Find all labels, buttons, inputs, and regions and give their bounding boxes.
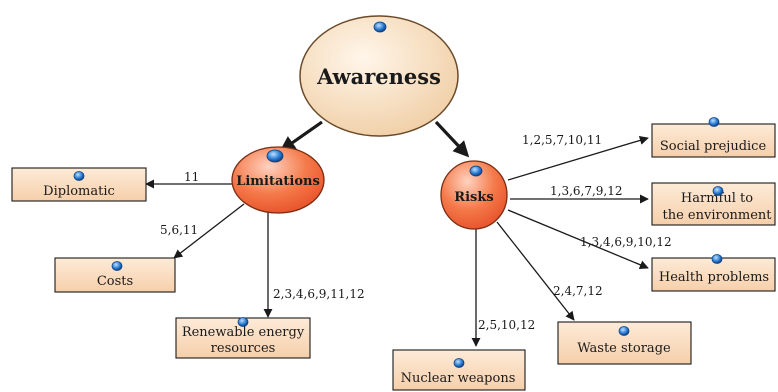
node-waste: Waste storage	[557, 321, 692, 365]
edge-label-costs: 5,6,11	[160, 223, 198, 237]
edge-label-waste: 2,4,7,12	[553, 284, 603, 298]
edge-root-limitations	[279, 120, 323, 152]
node-renewable-label-1: Renewable energy	[182, 325, 305, 340]
node-nuclear: Nuclear weapons	[392, 349, 526, 391]
root-dot-icon	[373, 21, 387, 33]
node-nuclear-label: Nuclear weapons	[401, 371, 516, 386]
edge-risks-social	[507, 135, 649, 181]
node-costs-dot-icon	[111, 261, 123, 271]
node-waste-label: Waste storage	[577, 341, 671, 356]
hub-risks-label: Risks	[454, 190, 493, 205]
node-social-dot-icon	[708, 117, 720, 127]
node-health-label: Health problems	[659, 270, 769, 285]
edge-risks-health	[507, 209, 649, 270]
node-costs: Costs	[54, 257, 176, 293]
node-diplomatic: Diplomatic	[11, 167, 147, 202]
edge-label-nuclear: 2,5,10,12	[478, 318, 535, 332]
node-harmful: Harmful to the environment	[651, 182, 776, 226]
node-renewable-label-2: resources	[211, 341, 276, 356]
node-social: Social prejudice	[651, 117, 776, 158]
hub-risks-dot-icon	[469, 165, 483, 177]
node-harmful-label-2: the environment	[662, 208, 772, 223]
node-diplomatic-dot-icon	[73, 171, 85, 181]
hub-limitations-label: Limitations	[236, 174, 320, 189]
node-nuclear-dot-icon	[453, 358, 465, 368]
edge-limitations-costs	[173, 203, 245, 259]
edge-label-renewable: 2,3,4,6,9,11,12	[273, 287, 365, 301]
edge-label-social: 1,2,5,7,10,11	[522, 133, 602, 147]
edge-label-harmful: 1,3,6,7,9,12	[550, 184, 623, 198]
root-node: Awareness	[299, 15, 459, 137]
node-harmful-label-1: Harmful to	[681, 191, 753, 206]
node-costs-label: Costs	[97, 274, 133, 289]
node-waste-dot-icon	[618, 326, 630, 336]
node-health: Health problems	[651, 254, 776, 292]
edge-label-health: 1,3,4,6,9,10,12	[580, 235, 672, 249]
hub-limitations-dot-icon	[266, 149, 284, 163]
hub-risks: Risks	[440, 160, 508, 230]
node-renewable-dot-icon	[237, 317, 249, 327]
root-label: Awareness	[316, 64, 441, 89]
node-harmful-dot-icon	[712, 186, 724, 196]
hub-limitations: Limitations	[231, 146, 325, 214]
edge-labels: 11 5,6,11 2,3,4,6,9,11,12 1,2,5,7,10,11 …	[160, 133, 672, 332]
edge-risks-waste	[496, 221, 575, 321]
node-health-dot-icon	[711, 254, 723, 264]
edge-root-risks	[434, 120, 470, 158]
edge-label-diplomatic: 11	[184, 170, 199, 184]
node-renewable: Renewable energy resources	[175, 317, 311, 359]
node-social-label: Social prejudice	[660, 139, 767, 154]
node-diplomatic-label: Diplomatic	[43, 184, 115, 199]
edges	[145, 120, 649, 347]
